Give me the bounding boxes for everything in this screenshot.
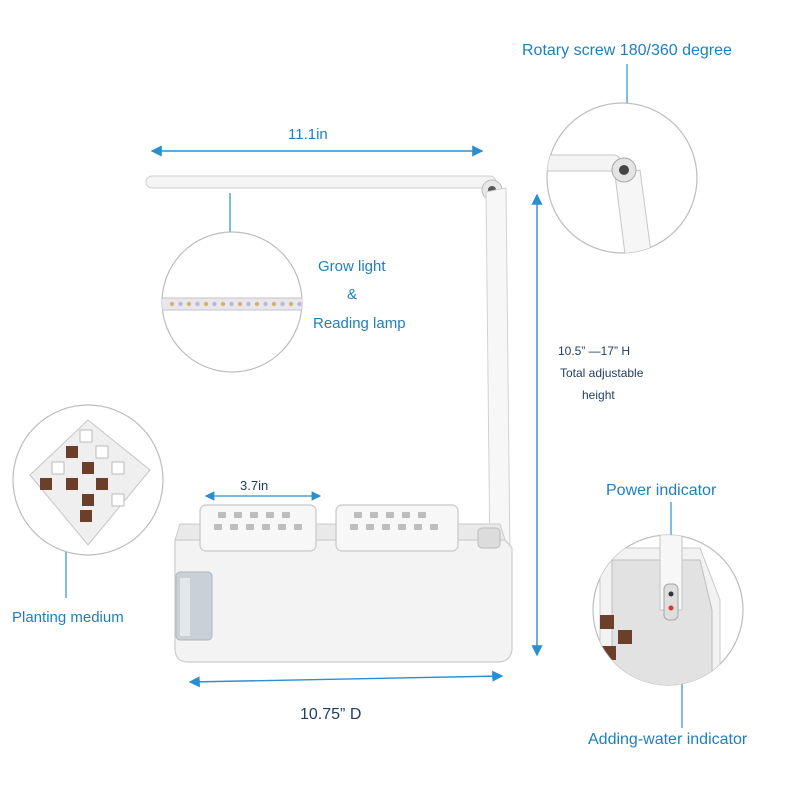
rotary-screw-label: Rotary screw 180/360 degree [522,42,732,59]
led-dot [263,301,268,307]
grow-light-zoom-circle [161,231,303,373]
led-dot [169,301,175,307]
planting-medium-label: Planting medium [12,609,124,626]
led-dot [297,301,302,307]
led-dot [195,301,200,307]
width-label: 11.1in [288,126,328,143]
adding-water-indicator-label: Adding-water indicator [588,731,748,748]
planting-pod-left [199,504,317,552]
reading-lamp-label: Reading lamp [313,315,406,332]
lamp-arm [145,175,503,201]
led-dot [212,301,217,307]
led-dot [220,301,226,307]
indicator-zoom-circle [592,534,744,686]
lamp-pole [485,187,511,563]
depth-arrow [188,670,504,688]
height-caption-1: Total adjustable [560,366,644,380]
ampersand-label: & [347,286,358,303]
led-dot [271,301,277,307]
power-indicator-label: Power indicator [606,482,717,499]
led-dot [237,301,243,307]
planting-pod-right [335,504,459,552]
led-dot [288,301,294,307]
led-dot [246,301,251,307]
height-caption-2: height [582,388,615,402]
grow-light-label: Grow light [318,258,386,275]
rotary-zoom-circle [546,102,698,254]
led-dot [203,301,209,307]
led-dot [254,301,260,307]
planting-medium-zoom-circle [12,404,164,556]
soil-cells [40,429,125,522]
height-value-label: 10.5” —17” H [558,344,631,358]
led-dot [229,301,234,307]
pod-width-label: 3.7in [240,478,269,493]
led-dot [186,301,192,307]
led-dot [178,301,183,307]
led-dot [280,301,285,307]
depth-label: 10.75” D [300,706,362,723]
